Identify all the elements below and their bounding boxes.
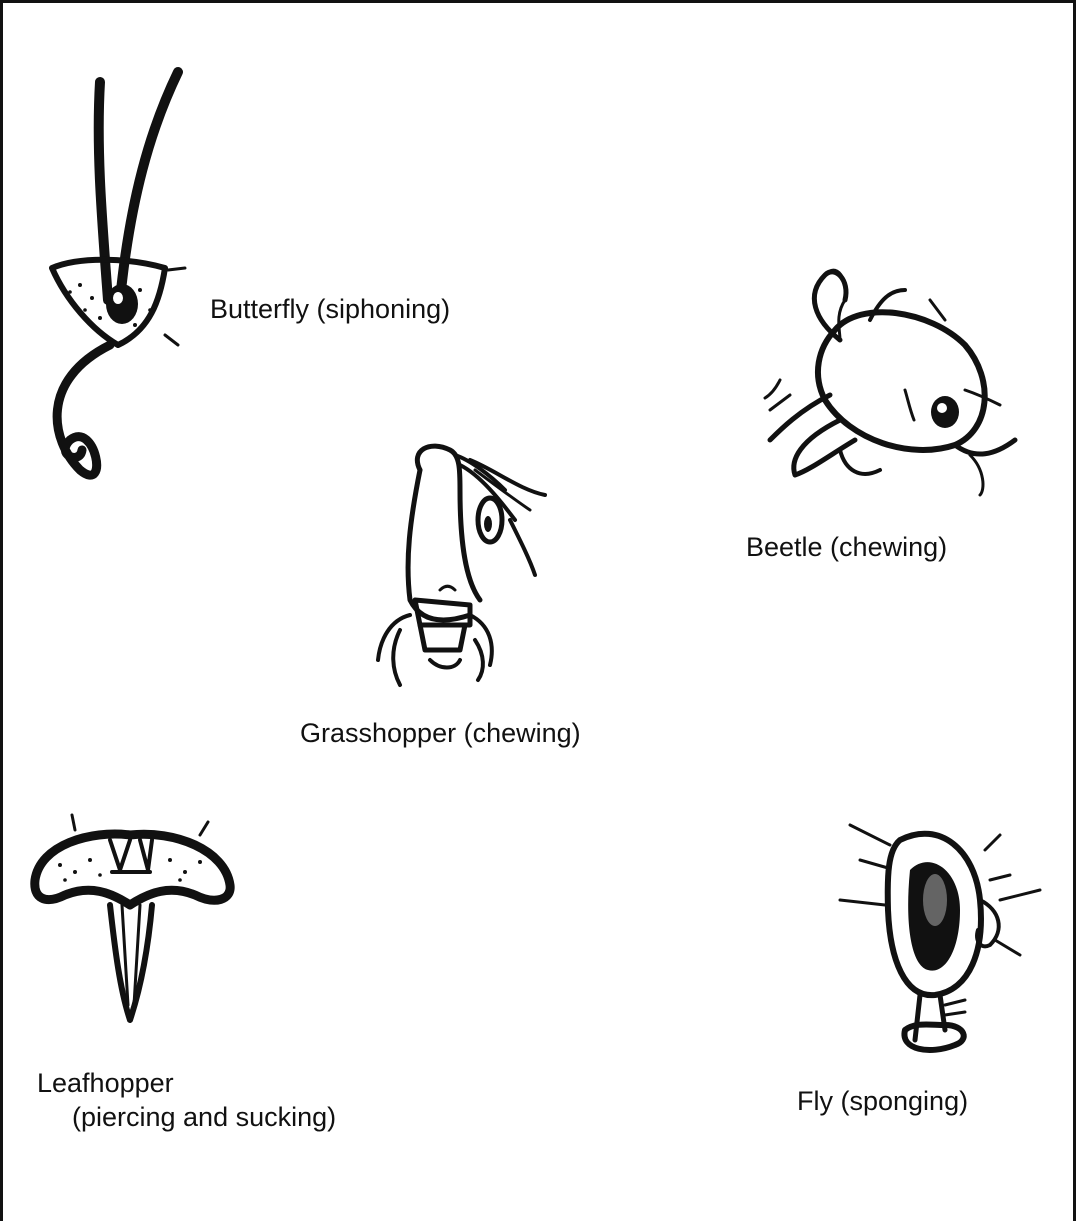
beetle-label: Beetle (chewing) — [746, 530, 947, 564]
grasshopper-illustration — [378, 446, 545, 685]
butterfly-illustration — [52, 72, 185, 475]
butterfly-label: Butterfly (siphoning) — [210, 292, 450, 326]
leafhopper-sublabel: (piercing and sucking) — [72, 1100, 336, 1134]
fly-illustration — [840, 825, 1040, 1050]
leafhopper-illustration — [35, 815, 230, 1020]
fly-label: Fly (sponging) — [797, 1084, 968, 1118]
beetle-illustration — [765, 270, 1015, 495]
leafhopper-label: Leafhopper — [37, 1066, 174, 1100]
grasshopper-label: Grasshopper (chewing) — [300, 716, 581, 750]
